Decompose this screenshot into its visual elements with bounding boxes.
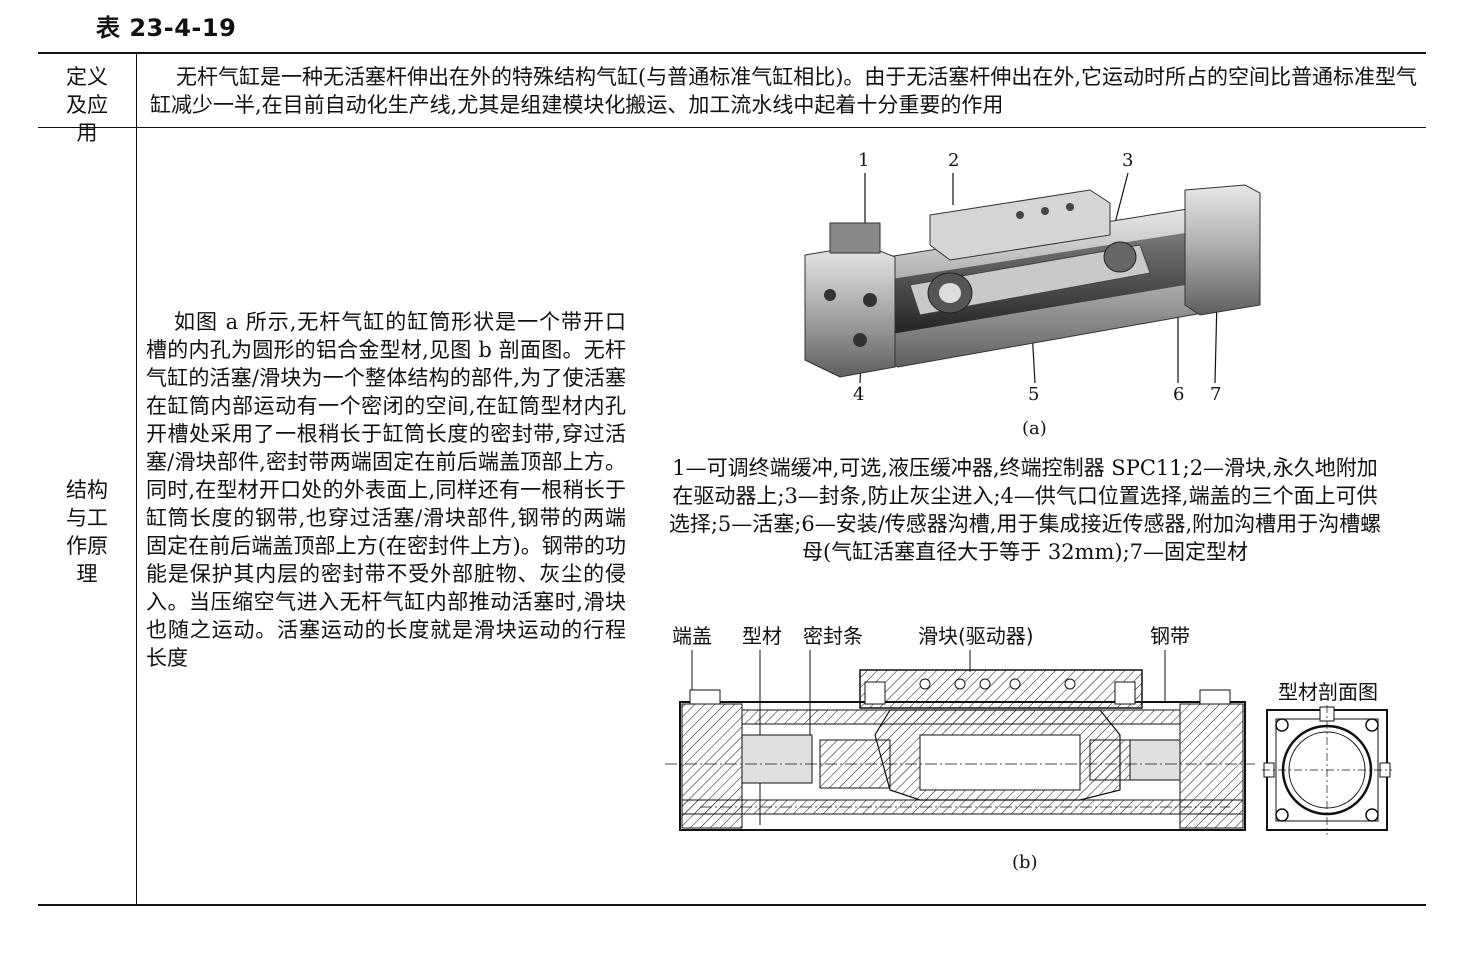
callout-1: 1 bbox=[858, 150, 870, 171]
callout-3: 3 bbox=[1122, 150, 1134, 171]
figure-a-legend: 1—可调终端缓冲,可选,液压缓冲器,终端控制器 SPC11;2—滑块,永久地附加… bbox=[668, 456, 1382, 564]
label-steel-band: 钢带 bbox=[1150, 624, 1190, 648]
callout-5: 5 bbox=[1028, 384, 1040, 405]
callout-4: 4 bbox=[853, 384, 865, 405]
figure-b-caption: (b) bbox=[1012, 852, 1038, 873]
label-end-cap: 端盖 bbox=[672, 624, 712, 648]
figure-b-section bbox=[665, 650, 1255, 831]
label-section: 型材剖面图 bbox=[1278, 680, 1378, 704]
row-divider bbox=[38, 127, 1426, 128]
structure-description: 如图 a 所示,无杆气缸的缸筒形状是一个带开口槽的内孔为圆形的铝合金型材,见图 … bbox=[146, 310, 626, 670]
callout-7: 7 bbox=[1210, 384, 1222, 405]
table-top-rule bbox=[38, 52, 1426, 54]
table-title: 表 23-4-19 bbox=[96, 14, 237, 42]
figure-a-cutaway bbox=[804, 172, 1261, 384]
profile-cross-section bbox=[1262, 705, 1392, 835]
figure-a-caption: (a) bbox=[1022, 418, 1047, 439]
callout-6: 6 bbox=[1173, 384, 1185, 405]
label-seal-strip: 密封条 bbox=[803, 624, 863, 648]
row-label-definition: 定义及应用 bbox=[66, 65, 108, 145]
definition-text: 无杆气缸是一种无活塞杆伸出在外的特殊结构气缸(与普通标准气缸相比)。由于无活塞杆… bbox=[150, 65, 1418, 117]
column-divider bbox=[136, 53, 137, 905]
label-slider: 滑块(驱动器) bbox=[918, 624, 1034, 648]
label-profile: 型材 bbox=[742, 624, 782, 648]
callout-2: 2 bbox=[948, 150, 960, 171]
table-bottom-rule bbox=[38, 904, 1426, 906]
row-label-structure: 结构与工作原理 bbox=[66, 478, 108, 586]
